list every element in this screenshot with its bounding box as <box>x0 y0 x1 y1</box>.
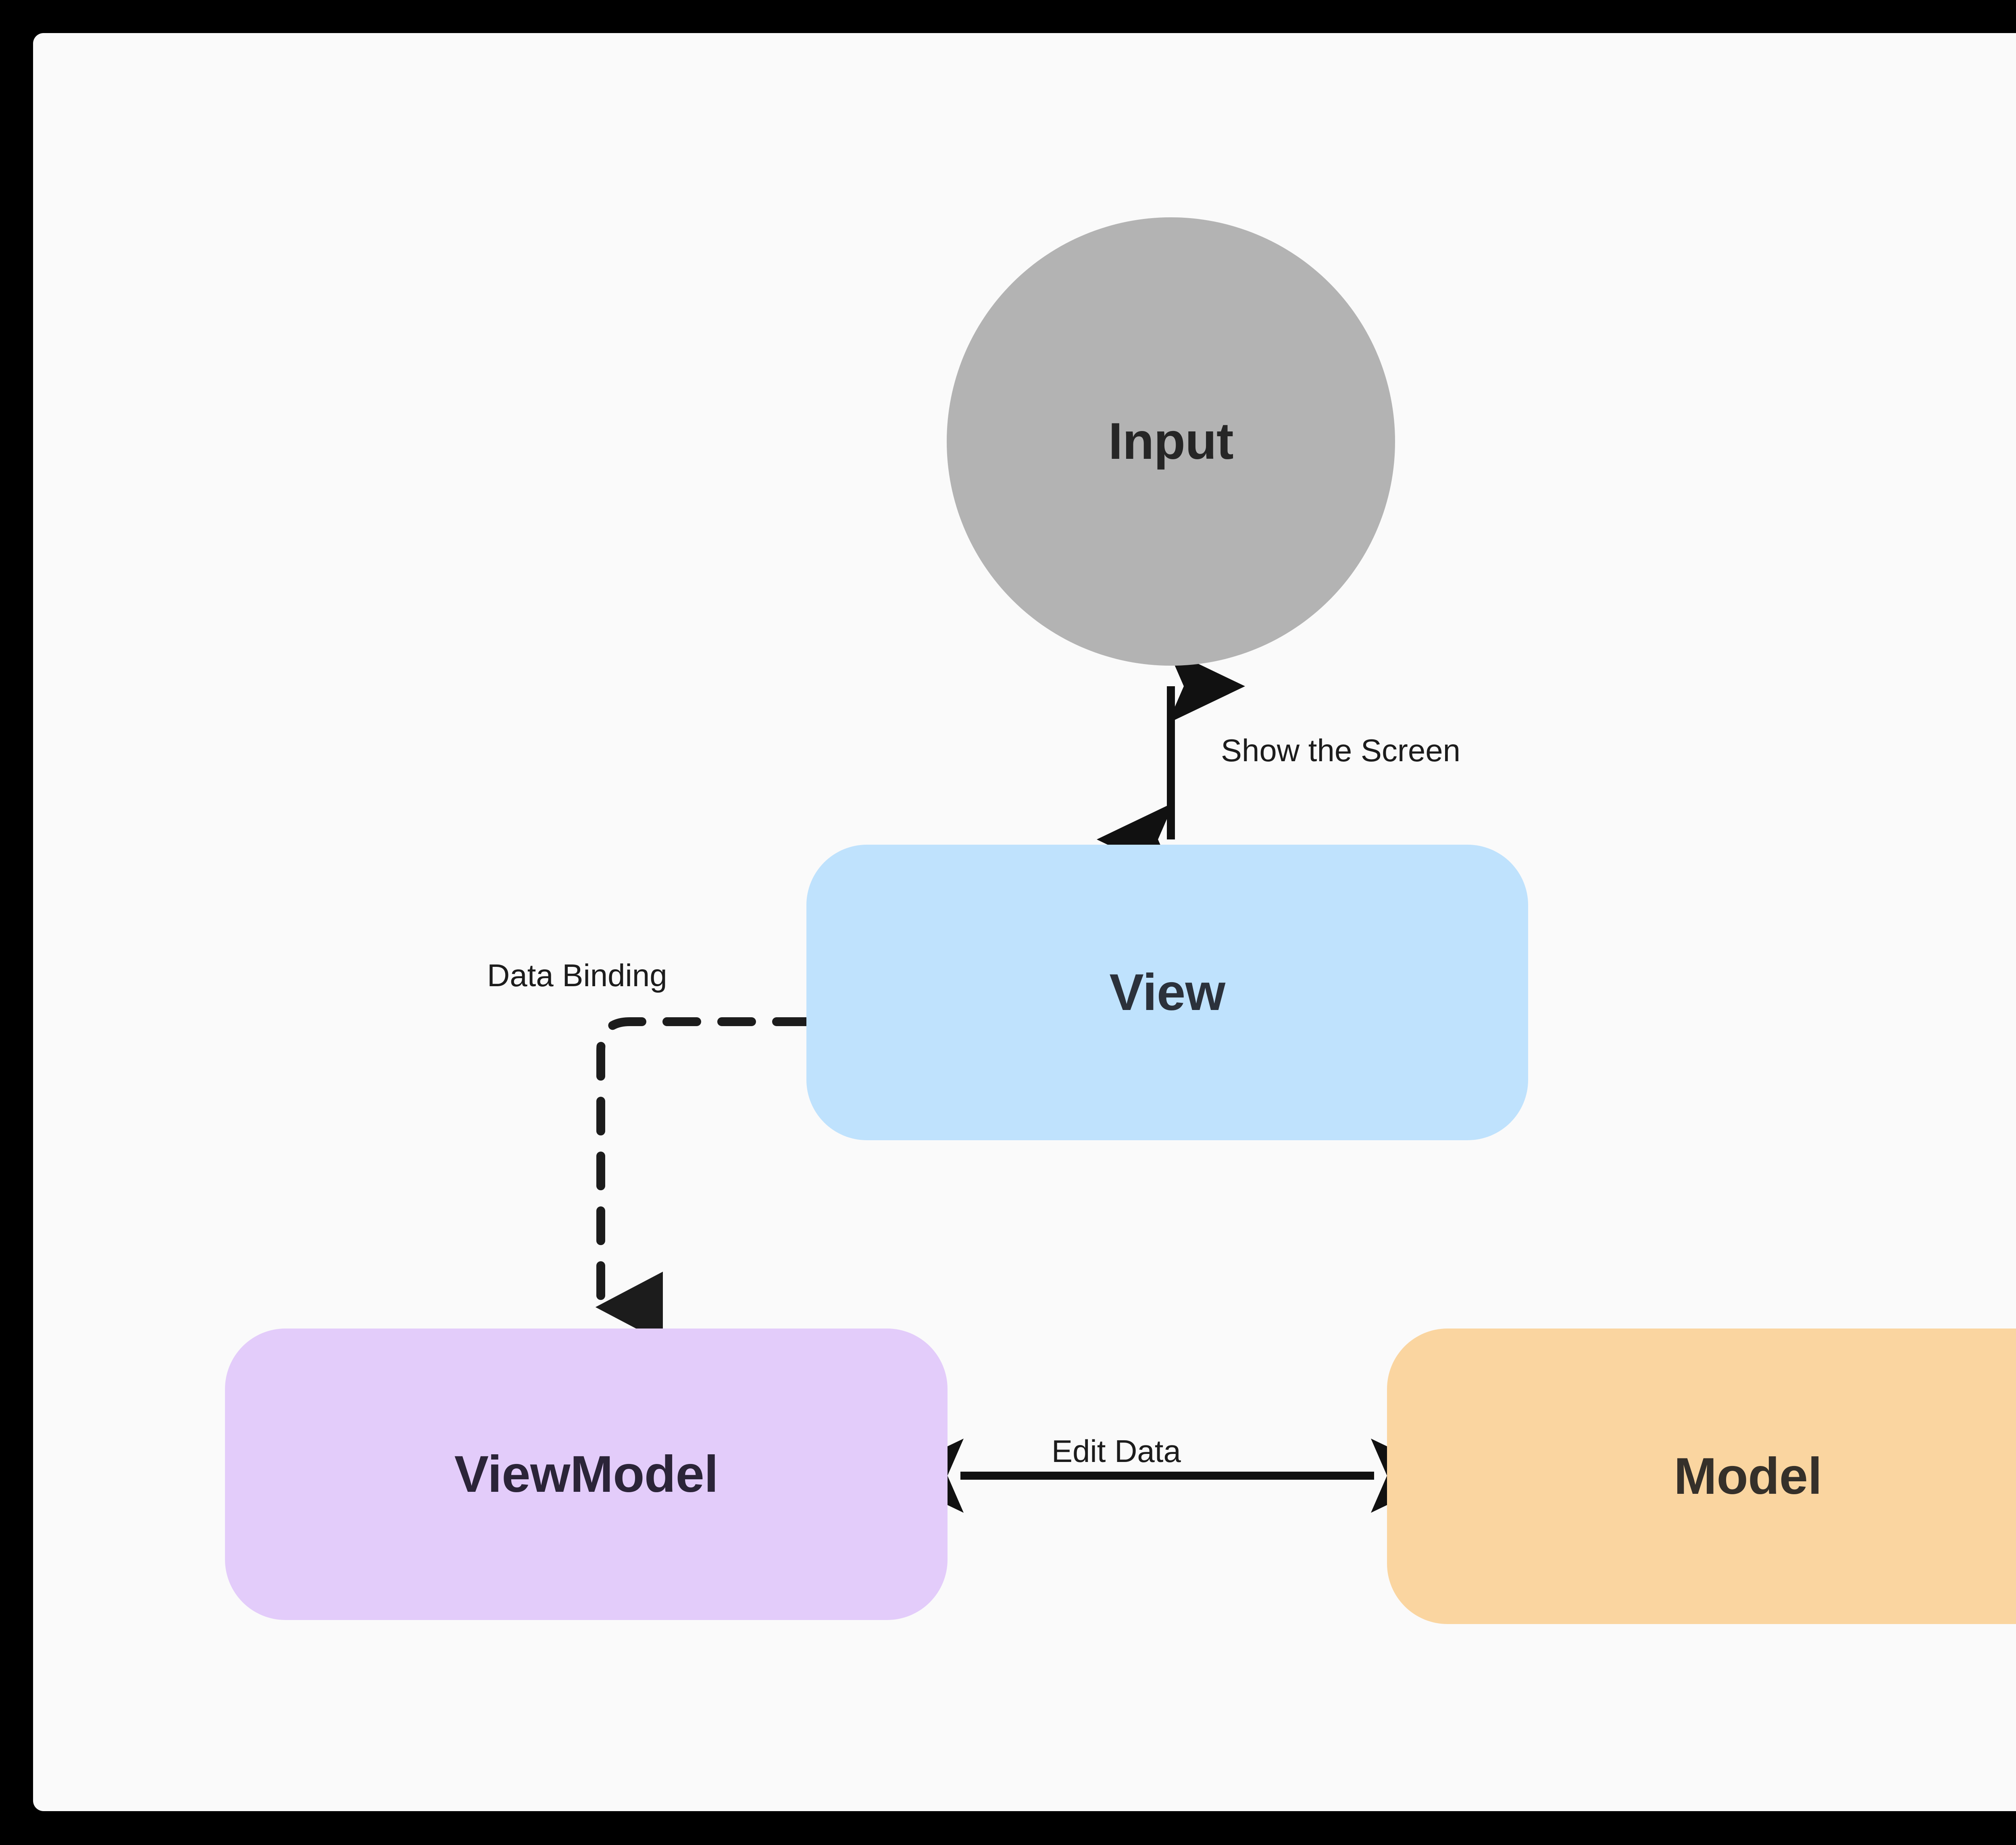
node-model[interactable]: Model <box>1387 1329 2016 1624</box>
edge-label-edit-data: Edit Data <box>1052 1433 1181 1469</box>
node-input-label: Input <box>1108 412 1234 470</box>
node-input[interactable]: Input <box>947 217 1395 666</box>
node-view[interactable]: View <box>806 845 1528 1140</box>
mvvm-diagram: Input View ViewModel Model Show the Scre… <box>33 33 2016 1811</box>
node-model-label: Model <box>1674 1447 1822 1505</box>
node-view-label: View <box>1109 963 1225 1021</box>
node-viewmodel-label: ViewModel <box>454 1445 719 1503</box>
node-viewmodel[interactable]: ViewModel <box>225 1329 948 1620</box>
edge-label-data-binding: Data Binding <box>487 958 667 993</box>
edge-label-show-the-screen: Show the Screen <box>1221 733 1461 768</box>
diagram-edges <box>595 649 1448 1513</box>
diagram-canvas: Input View ViewModel Model Show the Scre… <box>33 33 2016 1811</box>
edge-view-viewmodel-path <box>595 1017 811 1343</box>
